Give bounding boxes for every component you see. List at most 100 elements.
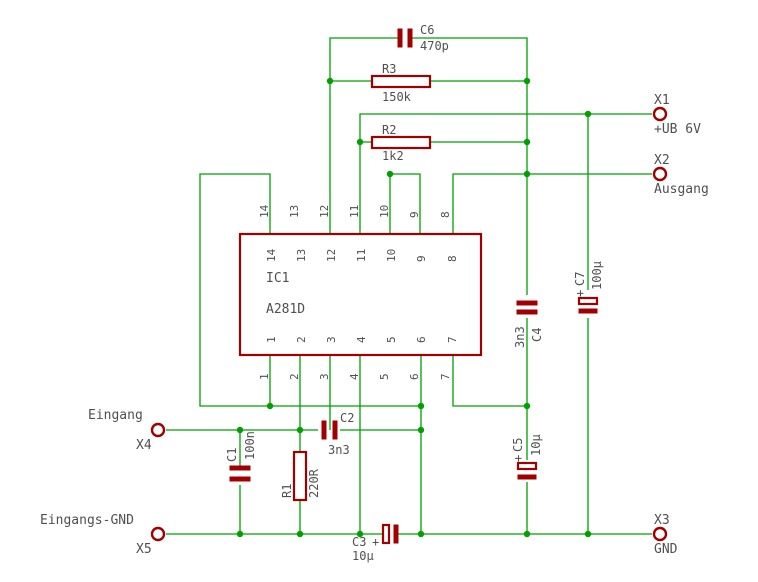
c7-value: 100µ	[590, 261, 604, 290]
junction-dot	[326, 77, 334, 85]
c4-value: 3n3	[513, 326, 527, 348]
c1-name: C1	[225, 448, 239, 462]
junction-dot	[417, 402, 425, 410]
c3-value: 10µ	[352, 549, 374, 563]
ic1-pin-1-outer: 1	[258, 373, 271, 380]
ic1-pin-9-inner: 9	[415, 255, 428, 262]
c1-plate	[229, 476, 251, 482]
wire-right-bus	[452, 81, 528, 407]
c6-plate	[397, 28, 403, 48]
ic1-pin-5-inner: 5	[385, 336, 398, 343]
c3-plus-plate	[381, 523, 391, 545]
ic1-body	[238, 232, 483, 357]
c5-minus-plate	[517, 474, 537, 480]
ic1-pin-1-inner: 1	[265, 336, 278, 343]
ic1-pin-8-inner: 8	[446, 255, 459, 262]
x5-value: Eingangs-GND	[40, 513, 134, 528]
c2-name: C2	[340, 411, 354, 425]
x1-value: +UB 6V	[654, 122, 701, 137]
ic1-value: A281D	[266, 302, 305, 317]
capacitor-c7: + C7 100µ	[573, 261, 604, 314]
wire-pin10	[389, 173, 421, 234]
junction-dot	[266, 402, 274, 410]
c6-value: 470p	[420, 39, 449, 53]
c3-plus: +	[372, 535, 379, 549]
c1-plate	[229, 465, 251, 471]
ic1-pin-3-inner: 3	[325, 336, 338, 343]
wire-left-loop	[199, 173, 421, 407]
c6-plate	[407, 28, 413, 48]
c5-plus: +	[511, 455, 525, 462]
junction-dot	[386, 170, 394, 178]
c6-name: C6	[420, 23, 434, 37]
x4-name: X4	[136, 438, 152, 453]
wire-supply	[587, 113, 652, 534]
x4-terminal	[150, 422, 166, 438]
c3-minus-plate	[393, 524, 399, 544]
capacitor-c1: C1 100n	[225, 431, 257, 482]
wire-c6-loop	[329, 37, 528, 234]
x2-value: Ausgang	[654, 182, 709, 197]
ic1-pin-7-outer: 7	[439, 373, 452, 380]
c7-plus-plate	[577, 296, 599, 306]
c4-name: C4	[530, 328, 544, 342]
ic1-pin-6-inner: 6	[415, 336, 428, 343]
connector-x4: Eingang X4	[88, 408, 166, 453]
capacitor-c2: C2 3n3	[321, 411, 354, 457]
r3-body	[370, 74, 432, 89]
x3-name: X3	[654, 513, 670, 528]
ic1-pin-14-outer: 14	[258, 204, 271, 218]
r1-value: 220R	[307, 468, 321, 498]
ic1-pin-10-inner: 10	[385, 249, 398, 262]
junction-dot	[417, 426, 425, 434]
x5-terminal	[150, 526, 166, 542]
connector-x5: Eingangs-GND X5	[40, 513, 166, 557]
x4-value: Eingang	[88, 408, 143, 423]
junction-dot	[584, 110, 592, 118]
capacitor-c5: + C5 10µ	[511, 434, 543, 480]
c7-name: C7	[573, 272, 587, 286]
r3-value: 150k	[382, 90, 412, 104]
junction-dot	[236, 530, 244, 538]
junction-dot	[523, 402, 531, 410]
junction-dot	[523, 170, 531, 178]
resistor-r1: R1 220R	[280, 450, 321, 502]
ic1-pin-9-outer: 9	[408, 211, 421, 218]
ic1-pin-12-inner: 12	[325, 249, 338, 262]
r3-name: R3	[382, 62, 396, 76]
junction-dot	[356, 530, 364, 538]
ic1-pin-14-inner: 14	[265, 248, 278, 262]
c5-name: C5	[511, 438, 525, 452]
c7-minus-plate	[578, 308, 598, 314]
x2-terminal	[652, 166, 668, 182]
ic1-pin-13-outer: 13	[288, 205, 301, 218]
r1-body	[292, 450, 308, 502]
c5-value: 10µ	[529, 434, 543, 456]
ic1-pin-7-inner: 7	[446, 336, 459, 343]
connector-x1: X1 +UB 6V	[652, 93, 701, 137]
ic1: IC1 A281D 14 13 12 11 10 9 8 14 13 12 11…	[238, 204, 483, 380]
junction-dot	[296, 530, 304, 538]
ic1-pin-3-outer: 3	[318, 373, 331, 380]
ic1-pin-11-outer: 11	[348, 205, 361, 218]
r1-name: R1	[280, 484, 294, 498]
capacitor-c4: 3n3 C4	[513, 300, 544, 348]
c7-plus: +	[573, 290, 587, 297]
connector-x2: X2 Ausgang	[652, 153, 709, 197]
ic1-pin-10-outer: 10	[378, 205, 391, 218]
junction-dot	[523, 530, 531, 538]
ic1-pin-13-inner: 13	[295, 249, 308, 262]
resistor-r3: R3 150k	[370, 62, 432, 104]
x1-terminal	[652, 106, 668, 122]
junction-dot	[417, 530, 425, 538]
junction-dot	[296, 426, 304, 434]
c3-name: C3	[352, 535, 366, 549]
ic1-pin-12-outer: 12	[318, 205, 331, 218]
capacitor-c3: + C3 10µ	[352, 523, 399, 563]
c2-plate	[321, 420, 327, 440]
ic1-pin-4-inner: 4	[355, 336, 368, 343]
ic1-name: IC1	[266, 271, 289, 286]
c4-plate	[516, 309, 538, 315]
c5-plus-plate	[516, 461, 538, 471]
